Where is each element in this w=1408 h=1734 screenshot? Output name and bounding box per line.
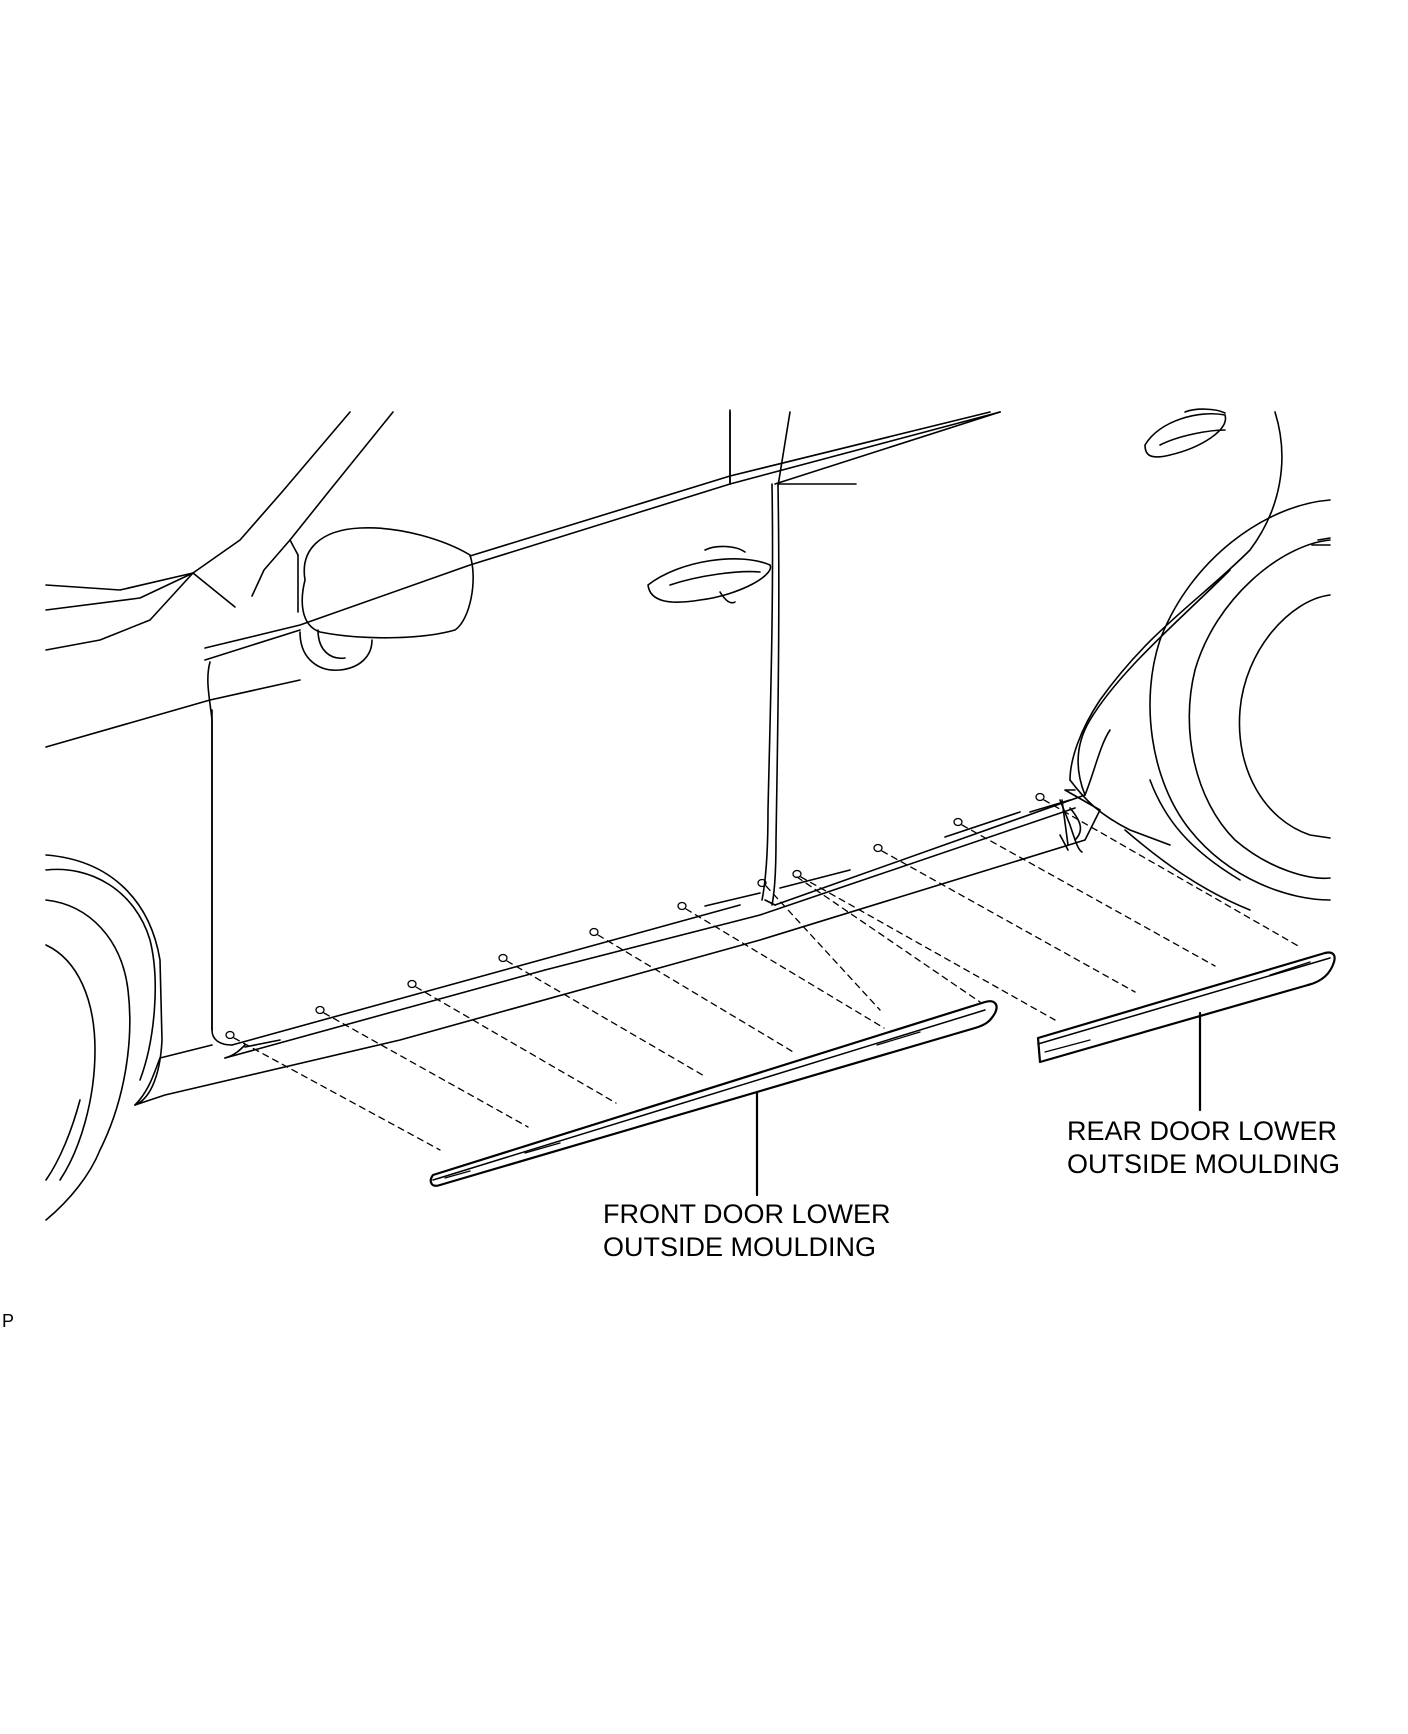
- front-alignment-lines: [233, 876, 981, 1151]
- rear-door-handle: [1144, 408, 1227, 458]
- rocker-panel: [134, 789, 1101, 1106]
- front-door-lower-outside-moulding: [429, 1000, 998, 1187]
- rear-moulding-label-line-1: REAR DOOR LOWER: [1067, 1116, 1338, 1146]
- rear-moulding-label: REAR DOOR LOWER OUTSIDE MOULDING: [1067, 1115, 1340, 1181]
- front-moulding-label: FRONT DOOR LOWER OUTSIDE MOULDING: [603, 1198, 891, 1264]
- front-door: [207, 483, 780, 1046]
- rear-wheel-arch: [1059, 411, 1331, 911]
- front-moulding-label-line-1: FRONT DOOR LOWER: [603, 1199, 891, 1229]
- fender-line: [45, 629, 301, 748]
- a-pillar: [45, 411, 394, 651]
- rear-door-lower-outside-moulding: [1036, 951, 1336, 1064]
- side-mirror: [299, 527, 474, 671]
- rear-alignment-lines: [800, 799, 1301, 1021]
- front-wheel: [45, 854, 163, 1221]
- rear-moulding-label-line-2: OUTSIDE MOULDING: [1067, 1149, 1341, 1179]
- belt-line: [204, 409, 1001, 649]
- clip-holes: [225, 792, 1045, 1040]
- figure-code: P: [2, 1311, 15, 1331]
- front-door-handle: [647, 545, 772, 604]
- rear-door: [774, 411, 1111, 906]
- front-moulding-label-line-2: OUTSIDE MOULDING: [603, 1232, 877, 1262]
